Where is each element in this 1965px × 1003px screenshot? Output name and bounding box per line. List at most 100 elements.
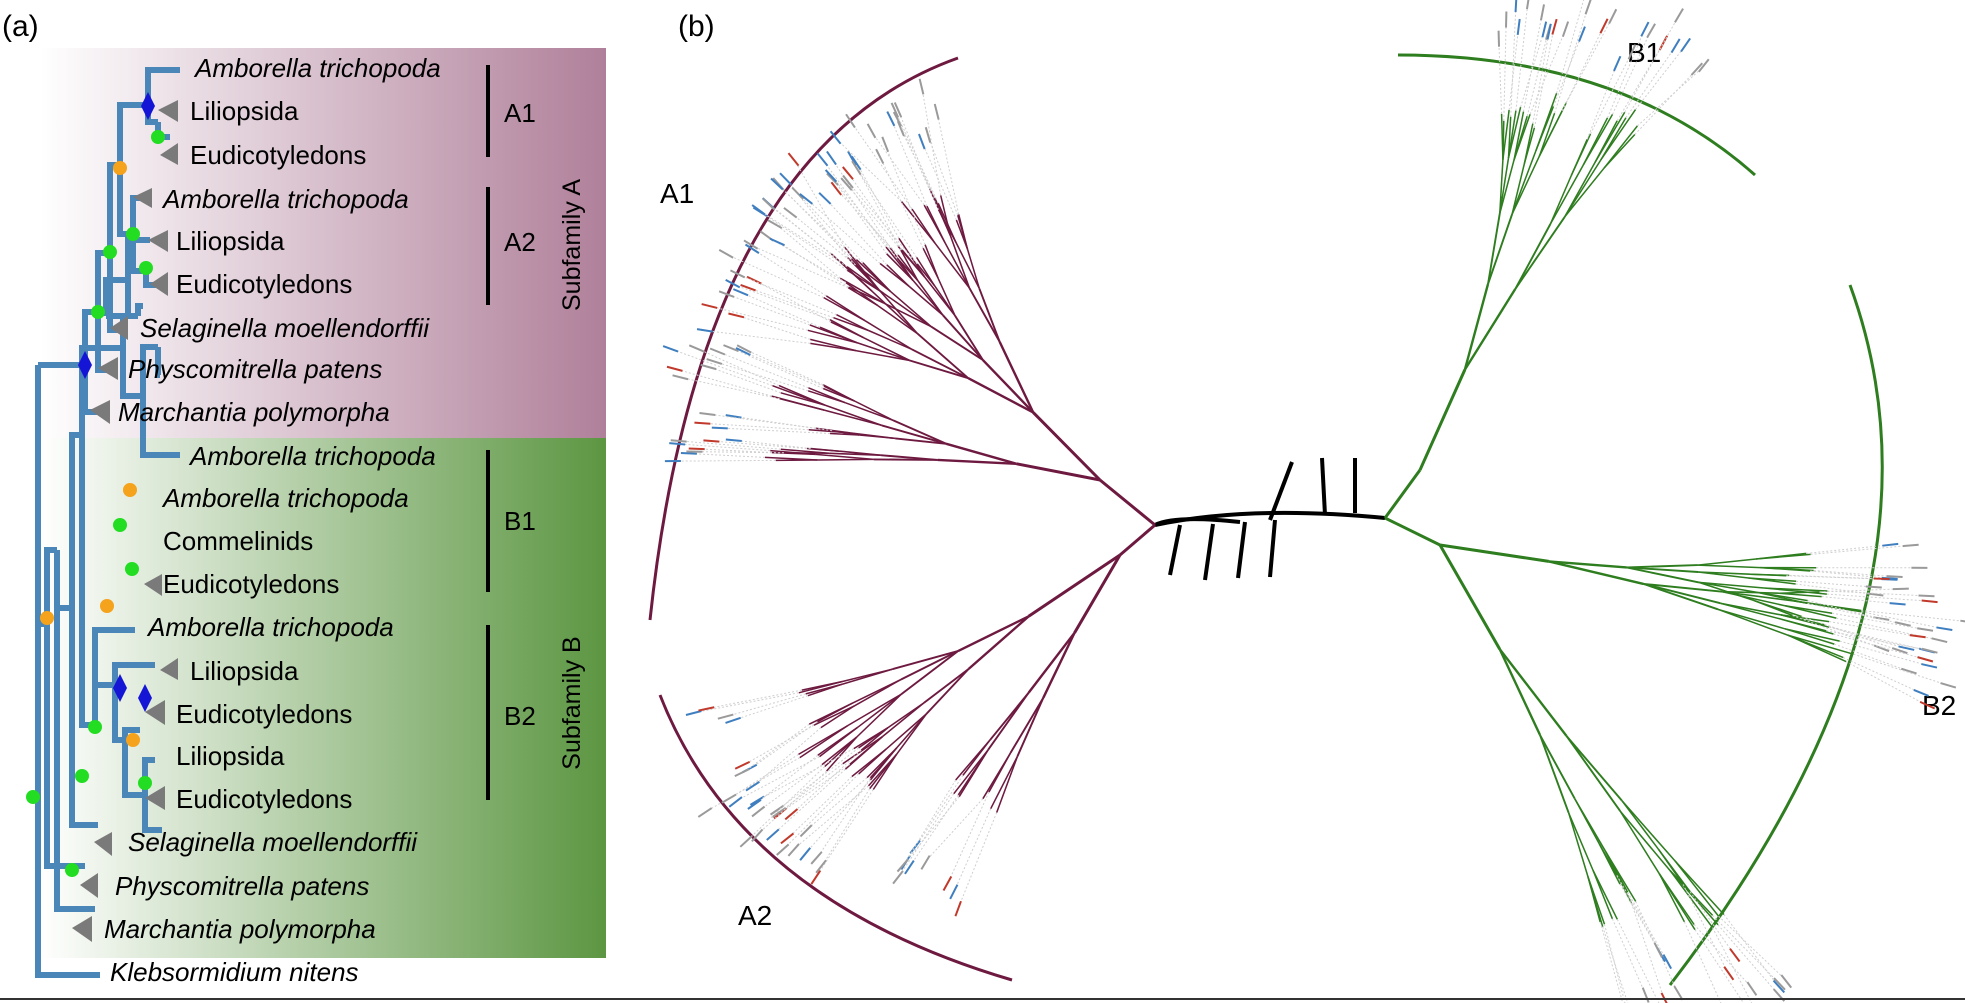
tree-branch [1621, 799, 1676, 862]
tip-label-mark [845, 113, 856, 129]
tree-branch [978, 288, 1001, 343]
clade-labels-a: A1 A2 B1 B2 [504, 98, 536, 731]
tip-label-mark [824, 169, 838, 183]
tree-branch [1784, 627, 1835, 645]
tip-label-mark [1539, 4, 1546, 21]
taxon-label: Selaginella moellendorffii [140, 313, 430, 343]
tip-connector [1529, 32, 1565, 115]
panel-b-unrooted-tree: (b) A1 A2 B1 B2 [648, 0, 1965, 1003]
tip-connector [676, 459, 776, 462]
tree-branch [1722, 590, 1785, 607]
subfamily-a-label: Subfamily A [558, 179, 586, 311]
tip-connector [824, 162, 887, 248]
tip-connector [738, 756, 820, 800]
tip-labels [662, 0, 1965, 1003]
tree-branch [900, 650, 959, 681]
tip-connector [1561, 29, 1603, 112]
tip-label-mark [1911, 566, 1928, 569]
tip-connector [769, 237, 847, 284]
tip-connector [1824, 624, 1903, 648]
tip-label-mark [780, 832, 795, 845]
tip-connector [917, 775, 964, 845]
tip-connector [780, 243, 849, 288]
tip-connector [1619, 883, 1657, 947]
tip-label-mark [847, 150, 857, 166]
tree-branch [901, 201, 936, 244]
tip-connector [1693, 924, 1750, 986]
tip-label-mark [1865, 585, 1882, 589]
tip-label-mark [1889, 602, 1906, 606]
tree-branch [900, 249, 919, 281]
tip-label-mark [1780, 974, 1793, 989]
tree-branch [1567, 812, 1589, 877]
tree-branch [1592, 869, 1614, 920]
taxon-label: Liliopsida [190, 656, 299, 686]
tree-branch [1643, 582, 1719, 611]
tip-label-mark [791, 186, 804, 200]
tip-label-mark [699, 411, 716, 417]
tip-connector [744, 293, 821, 328]
node-green [26, 790, 40, 804]
tip-connector [763, 213, 848, 271]
tip-connector [1520, 33, 1544, 108]
tree-branch [1658, 873, 1686, 923]
node-orange [123, 483, 137, 497]
triangle-selaginella-b [94, 832, 112, 856]
tree-branch [780, 448, 830, 455]
tip-label-mark [766, 828, 780, 841]
tip-label-mark [924, 126, 932, 143]
tree-branch [824, 409, 882, 427]
tip-connector [858, 170, 918, 258]
taxon-label: Liliopsida [176, 226, 285, 256]
tip-label-mark [698, 706, 715, 712]
tip-label-mark [734, 760, 751, 770]
tree-branch [881, 424, 947, 445]
tip-connector [697, 692, 799, 713]
tip-connector [681, 443, 771, 452]
tree-branch [942, 314, 984, 361]
taxon-label: Commelinids [163, 526, 313, 556]
tree-branch [1619, 810, 1671, 872]
tip-connector [1554, 10, 1588, 114]
tip-label-mark [909, 840, 921, 854]
tip-label-mark [1640, 21, 1650, 37]
tip-connector [746, 352, 825, 387]
tip-connector [700, 349, 780, 387]
tip-connector [955, 808, 992, 889]
tip-connector [1843, 657, 1918, 692]
tip-connector [838, 191, 899, 256]
tree-branch [1779, 592, 1822, 598]
tip-label-mark [866, 123, 877, 139]
triangle-eudicots-b1 [144, 574, 162, 596]
tree-branch [1717, 608, 1785, 630]
tree-branch [1487, 213, 1514, 285]
tip-connector [729, 255, 824, 299]
tip-connector [892, 122, 928, 207]
tip-label-mark [842, 166, 854, 180]
tree-branch [1722, 590, 1780, 594]
tree-branch [937, 458, 1017, 465]
tip-connector [782, 763, 851, 812]
tip-connector [789, 776, 853, 837]
tree-branch [1502, 109, 1510, 160]
tree-branch [842, 668, 893, 683]
tree-branch [778, 384, 825, 406]
tree-branch [1499, 159, 1504, 214]
tip-connector [1552, 37, 1581, 107]
tip-label-mark [1940, 682, 1957, 689]
tree-branch [764, 456, 818, 461]
node-green [88, 720, 102, 734]
tip-connector [817, 789, 874, 875]
tip-label-mark [949, 884, 959, 900]
tip-label-mark [787, 843, 800, 857]
tip-label-mark [893, 102, 903, 118]
tip-label-mark [749, 795, 765, 806]
tree-branch [1603, 133, 1636, 169]
node-green [151, 130, 165, 144]
panel-b-label: (b) [678, 10, 715, 43]
tree-branch [923, 668, 970, 704]
tip-connector [1635, 47, 1684, 110]
taxon-label: Klebsormidium nitens [110, 957, 359, 987]
tip-connector [823, 788, 871, 864]
tree-branch [1009, 697, 1045, 754]
